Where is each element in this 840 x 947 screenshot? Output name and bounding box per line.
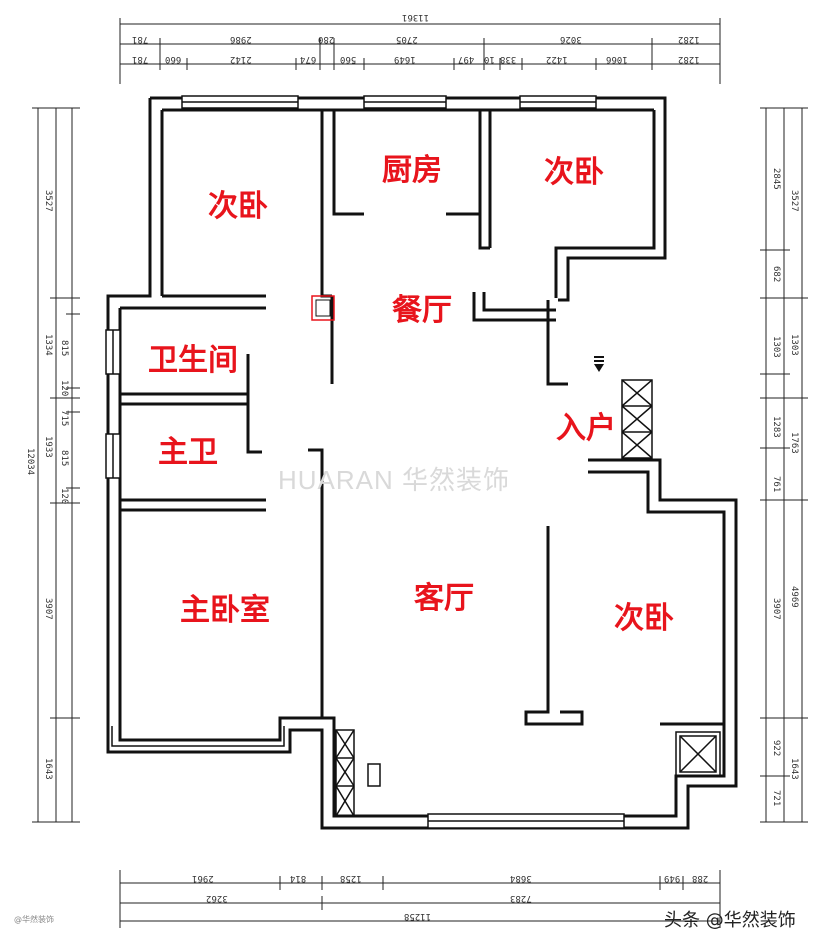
dim-top-row2-10: 1066: [606, 54, 628, 64]
dim-right-outer-2: 1763: [789, 432, 799, 454]
dim-top-row2-6: 497: [458, 54, 475, 64]
dim-right-outer-3: 4969: [789, 586, 799, 608]
dim-top-row1-0: 781: [132, 34, 149, 44]
dimension-lines: [32, 18, 808, 928]
windows: [105, 95, 625, 829]
room-label-kitchen: 厨房: [382, 153, 442, 188]
dim-top-row2-5: 1649: [394, 54, 416, 64]
room-label-bedroom-se: 次卧: [614, 601, 674, 636]
room-label-bedroom-nw: 次卧: [208, 189, 268, 224]
dim-bottom-row1-0: 2961: [192, 873, 214, 883]
dim-right-inner-5: 3907: [771, 598, 781, 620]
dim-top-row1-3: 2705: [396, 34, 418, 44]
dim-top-row2-9: 1422: [546, 54, 568, 64]
room-label-bathroom: 卫生间: [148, 343, 238, 378]
dim-bottom-total: 11258: [404, 911, 432, 921]
dim-top-row2-2: 2142: [230, 54, 252, 64]
dim-right-outer-1: 1303: [789, 334, 799, 356]
dim-left-inner-2: 715: [59, 410, 69, 427]
dim-bottom-row1-4: 949: [664, 873, 681, 883]
room-label-entrance: 入户: [556, 411, 616, 446]
dim-top-row2-3: 674: [300, 54, 317, 64]
dim-left-inner-1: 120: [59, 380, 69, 397]
dim-bottom-row1-5: 288: [692, 873, 709, 883]
dim-right-inner-7: 721: [771, 790, 781, 807]
dim-bottom-row2-0: 3262: [206, 893, 228, 903]
dim-bottom-row2-1: 7283: [510, 893, 532, 903]
dim-bottom-row1-2: 1258: [340, 873, 362, 883]
dim-top-row1-5: 1282: [678, 34, 700, 44]
dim-left-outer-1: 1334: [43, 334, 53, 356]
dim-right-inner-1: 682: [771, 266, 781, 283]
dim-top-row2-8: 338: [500, 54, 517, 64]
small-watermark: @华然装饰: [14, 915, 54, 924]
dim-bottom-row1-1: 814: [290, 873, 307, 883]
dim-left-outer-0: 3527: [43, 190, 53, 212]
dim-top-row1-2: 280: [318, 34, 335, 44]
column-marker: [311, 295, 335, 321]
dim-top-row2-0: 781: [132, 54, 149, 64]
room-label-bedroom-ne: 次卧: [544, 155, 604, 190]
dim-right-outer-4: 1643: [789, 758, 799, 780]
dim-right-inner-0: 2845: [771, 168, 781, 190]
dim-left-inner-0: 815: [59, 340, 69, 357]
dim-top-row2-1: 660: [165, 54, 182, 64]
dim-left-outer-2: 1933: [43, 436, 53, 458]
dim-left-inner-3: 815: [59, 450, 69, 467]
dim-right-inner-4: 761: [771, 476, 781, 493]
dim-right-inner-3: 1283: [771, 416, 781, 438]
dim-top-row2-4: 560: [340, 54, 357, 64]
dim-top-total: 11361: [402, 12, 430, 22]
dim-left-total: 12034: [25, 448, 35, 476]
dim-top-row2-11: 1282: [678, 54, 700, 64]
dim-top-row2-7: 10: [484, 54, 495, 64]
dim-right-inner-6: 922: [771, 740, 781, 757]
room-label-living-room: 客厅: [414, 581, 474, 616]
room-label-master-bath: 主卫: [158, 435, 218, 470]
room-label-master-bedroom: 主卧室: [180, 593, 270, 628]
dim-top-row1-1: 2986: [230, 34, 252, 44]
dim-right-inner-2: 1303: [771, 336, 781, 358]
shafts: [335, 379, 721, 817]
dim-left-outer-3: 3907: [43, 598, 53, 620]
dim-right-outer-0: 3527: [789, 190, 799, 212]
dim-left-inner-4: 120: [59, 488, 69, 505]
watermark: HUARAN 华然装饰: [278, 465, 511, 495]
dim-top-row1-4: 3026: [560, 34, 582, 44]
source-credit: 头条 @华然装饰: [664, 910, 796, 931]
dim-left-outer-4: 1643: [43, 758, 53, 780]
room-label-dining: 餐厅: [392, 293, 452, 328]
entry-arrow-icon: [594, 356, 604, 372]
dim-bottom-row1-3: 3684: [510, 873, 532, 883]
